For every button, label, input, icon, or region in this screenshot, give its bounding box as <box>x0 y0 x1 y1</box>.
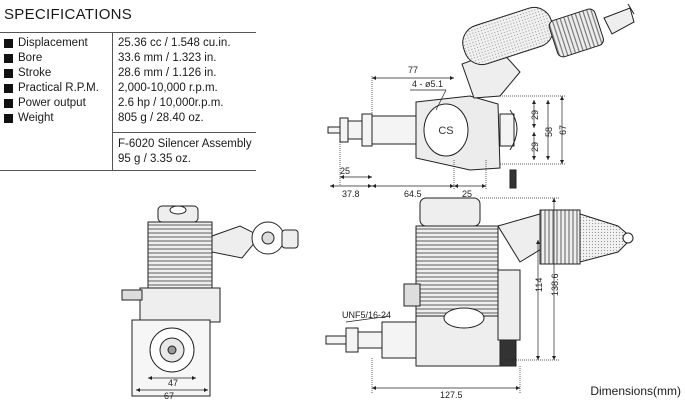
dimensions-unit-note: Dimensions(mm) <box>590 384 681 398</box>
spec-row: Practical R.P.M. 2,000-10,000 r.p.m. <box>0 81 256 97</box>
top-view-needle <box>509 109 518 151</box>
dim-77: 77 <box>408 65 418 75</box>
spec-value: 2.6 hp / 10,000r.p.m. <box>118 97 224 109</box>
spec-value: 25.36 cc / 1.548 cu.in. <box>118 37 231 49</box>
spec-row: Power output 2.6 hp / 10,000r.p.m. <box>0 96 256 112</box>
top-view-drive-washer <box>339 117 349 143</box>
top-view-muffler-tip <box>603 7 635 35</box>
top-view-carb <box>499 113 515 147</box>
dim-25a: 25 <box>340 166 350 176</box>
side-view-cylinder-fins <box>415 225 499 319</box>
spec-value: 28.6 mm / 1.126 in. <box>118 67 217 79</box>
dim-mount-holes: 4 - ø5.1 <box>412 79 443 89</box>
side-view-muffler-fins <box>539 209 581 265</box>
spec-row: Displacement 25.36 cc / 1.548 cu.in. <box>0 36 256 52</box>
front-view-muffler-cap <box>281 229 299 249</box>
top-view-shaft <box>327 126 341 134</box>
side-view-front-housing <box>381 321 417 359</box>
spec-label: Power output <box>18 97 86 109</box>
dim-58: 58 <box>544 127 554 137</box>
top-view-muffler-fins <box>548 8 604 58</box>
side-view-muffler-cone <box>579 213 633 263</box>
top-view-drawing: CS <box>327 3 635 189</box>
top-view-mount-flange <box>361 113 373 147</box>
front-view-header <box>211 225 261 259</box>
side-view-exhaust-outlet <box>622 232 634 244</box>
front-view-cylinder-fins <box>147 221 213 293</box>
dim-29b: 29 <box>530 142 540 152</box>
dim-47: 47 <box>168 378 178 388</box>
bullet-square-icon <box>4 69 13 78</box>
front-view-plug <box>169 205 187 215</box>
front-view-crankcase <box>139 287 221 323</box>
spec-label: Displacement <box>18 37 88 49</box>
table-mid-rule <box>112 132 256 133</box>
silencer-info: F-6020 Silencer Assembly 95 g / 3.35 oz. <box>118 137 252 167</box>
table-bottom-rule <box>0 170 256 171</box>
top-view-spring <box>509 169 517 189</box>
silencer-weight: 95 g / 3.35 oz. <box>118 153 191 165</box>
side-view-head-cap <box>419 197 481 227</box>
bullet-square-icon <box>4 54 13 63</box>
dim-127-5: 127.5 <box>440 390 463 400</box>
side-view-shaft <box>325 335 347 345</box>
front-view-muffler-outlet <box>261 231 275 245</box>
top-view-logo: CS <box>438 125 453 137</box>
side-view-drive-washer <box>345 327 359 353</box>
spec-label: Bore <box>18 52 43 64</box>
spec-label: Practical R.P.M. <box>18 82 99 94</box>
bullet-square-icon <box>4 84 13 93</box>
dim-114: 114 <box>534 278 544 292</box>
spec-label: Weight <box>18 112 54 124</box>
table-top-rule <box>0 32 256 33</box>
spec-table: Displacement 25.36 cc / 1.548 cu.in. Bor… <box>0 32 256 128</box>
side-view-carb <box>497 269 521 341</box>
table-divider <box>112 32 113 170</box>
side-view-logo-plate <box>443 307 485 329</box>
side-view-nose <box>357 331 383 349</box>
bullet-square-icon <box>4 114 13 123</box>
side-view-drawing <box>325 197 634 367</box>
side-view-spring <box>499 339 517 367</box>
dim-67-front: 67 <box>164 391 174 401</box>
side-view-dimensions <box>345 197 560 394</box>
front-view-drawing <box>121 205 299 397</box>
bullet-square-icon <box>4 39 13 48</box>
front-view-dimensions <box>136 375 208 393</box>
dim-67: 67 <box>558 125 568 135</box>
spec-value: 2,000-10,000 r.p.m. <box>118 82 218 94</box>
top-view-dimensions <box>330 75 566 190</box>
top-view-exhaust-tube <box>627 3 635 15</box>
top-view-nose <box>347 120 363 140</box>
spec-label: Stroke <box>18 67 52 79</box>
bullet-square-icon <box>4 99 13 108</box>
top-view-cylinder-head <box>423 103 469 157</box>
top-view-crankcase <box>371 115 417 145</box>
spec-value: 805 g / 28.40 oz. <box>118 112 204 124</box>
spec-value: 33.6 mm / 1.323 in. <box>118 52 217 64</box>
silencer-name: F-6020 Silencer Assembly <box>118 138 252 150</box>
spec-row: Bore 33.6 mm / 1.323 in. <box>0 51 256 67</box>
spec-row: Weight 805 g / 28.40 oz. <box>0 111 256 127</box>
dim-64-5: 64.5 <box>404 189 422 199</box>
dim-thread: UNF5/16-24 <box>342 310 391 320</box>
dim-138-6: 138.6 <box>550 273 560 296</box>
dim-37-8: 37.8 <box>342 189 360 199</box>
page-title: SPECIFICATIONS <box>4 6 133 23</box>
dim-29a: 29 <box>530 110 540 120</box>
front-view-shaft <box>167 345 177 355</box>
side-view-nipple <box>403 283 421 307</box>
spec-row: Stroke 28.6 mm / 1.126 in. <box>0 66 256 82</box>
dim-25b: 25 <box>462 189 472 199</box>
front-view-nipple <box>121 289 143 301</box>
